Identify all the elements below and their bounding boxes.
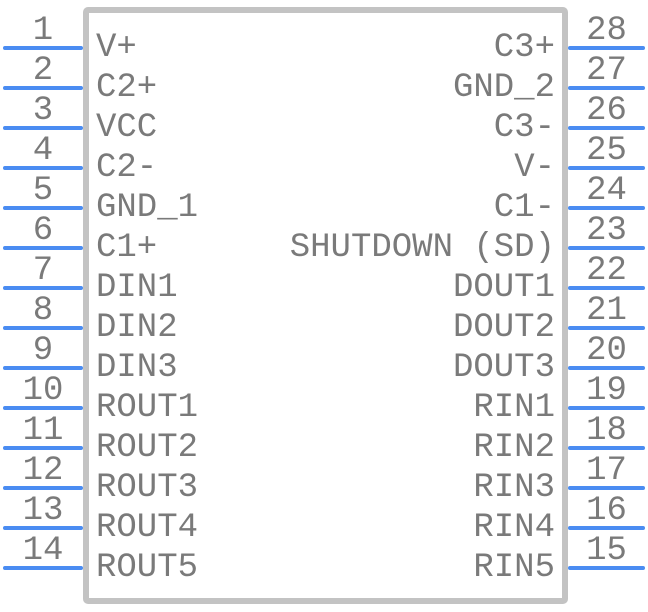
pin-name-label: C2- <box>96 148 158 187</box>
pin-name-label: ROUT2 <box>96 428 199 467</box>
pin-number: 10 <box>22 371 64 410</box>
pin-number: 26 <box>586 91 627 130</box>
pin-number: 6 <box>32 211 54 250</box>
pin-lead-line <box>3 565 83 570</box>
pin-name-label: C3- <box>493 108 555 147</box>
pin-number: 15 <box>586 531 627 570</box>
pin-name-label: ROUT5 <box>96 548 199 587</box>
pin-lead-line <box>3 405 83 410</box>
pin-name-label: V- <box>514 148 555 187</box>
pin-lead-line <box>568 445 645 450</box>
pin-lead-line <box>568 565 645 570</box>
pin-number: 20 <box>586 331 627 370</box>
pin-lead-line <box>568 285 645 290</box>
pin-number: 25 <box>586 131 627 170</box>
pin-name-label: ROUT3 <box>96 468 199 507</box>
pin-lead-line <box>3 45 83 50</box>
pin-number: 21 <box>586 291 627 330</box>
pin-name-label: SHUTDOWN (SD) <box>289 228 555 267</box>
pin-lead-line <box>568 525 645 530</box>
pin-number: 14 <box>22 531 64 570</box>
pin-name-label: DOUT1 <box>452 268 555 307</box>
pin-number: 8 <box>32 291 54 330</box>
pin-number: 2 <box>32 51 54 90</box>
pin-number: 1 <box>32 11 54 50</box>
pin-name-label: C1- <box>493 188 555 227</box>
pin-number: 4 <box>32 131 54 170</box>
pin-number: 22 <box>586 251 627 290</box>
pin-name-label: GND_2 <box>452 68 555 107</box>
pin-lead-line <box>3 525 83 530</box>
pin-lead-line <box>568 405 645 410</box>
pin-name-label: C1+ <box>96 228 158 267</box>
pin-lead-line <box>568 245 645 250</box>
pin-number: 18 <box>586 411 627 450</box>
pin-name-label: V+ <box>96 28 137 67</box>
pin-name-label: GND_1 <box>96 188 199 227</box>
pin-name-label: RIN2 <box>473 428 555 467</box>
pin-lead-line <box>3 325 83 330</box>
pin-number: 23 <box>586 211 627 250</box>
pin-name-label: DIN1 <box>96 268 178 307</box>
pin-lead-line <box>3 85 83 90</box>
pin-lead-line <box>3 365 83 370</box>
pin-lead-line <box>3 485 83 490</box>
pin-lead-line <box>568 125 645 130</box>
pin-number: 24 <box>586 171 627 210</box>
pin-lead-line <box>568 45 645 50</box>
pin-lead-line <box>3 125 83 130</box>
pin-lead-line <box>3 205 83 210</box>
pin-name-label: RIN4 <box>473 508 555 547</box>
pin-lead-line <box>3 165 83 170</box>
pin-lead-line <box>568 365 645 370</box>
pin-number: 12 <box>22 451 64 490</box>
pin-number: 16 <box>586 491 627 530</box>
pin-lead-line <box>568 485 645 490</box>
pin-number: 11 <box>22 411 64 450</box>
pin-number: 9 <box>32 331 54 370</box>
pin-lead-line <box>3 245 83 250</box>
pin-name-label: ROUT1 <box>96 388 199 427</box>
pin-number: 28 <box>586 11 627 50</box>
pin-number: 19 <box>586 371 627 410</box>
pin-name-label: RIN3 <box>473 468 555 507</box>
pin-lead-line <box>3 285 83 290</box>
pin-name-label: C2+ <box>96 68 158 107</box>
pin-name-label: DOUT3 <box>452 348 555 387</box>
pin-number: 7 <box>32 251 54 290</box>
pin-lead-line <box>3 445 83 450</box>
ic-symbol-body-outline <box>83 7 568 604</box>
pin-lead-line <box>568 205 645 210</box>
pin-number: 3 <box>32 91 54 130</box>
pin-name-label: C3+ <box>493 28 555 67</box>
pin-number: 17 <box>586 451 627 490</box>
pin-number: 5 <box>32 171 54 210</box>
pin-name-label: DIN2 <box>96 308 178 347</box>
pin-lead-line <box>568 85 645 90</box>
pin-name-label: RIN5 <box>473 548 555 587</box>
pin-name-label: RIN1 <box>473 388 555 427</box>
pin-number: 27 <box>586 51 627 90</box>
pin-lead-line <box>568 325 645 330</box>
pin-number: 13 <box>22 491 64 530</box>
pin-name-label: DIN3 <box>96 348 178 387</box>
pin-lead-line <box>568 165 645 170</box>
pin-name-label: VCC <box>96 108 158 147</box>
pin-name-label: DOUT2 <box>452 308 555 347</box>
pin-name-label: ROUT4 <box>96 508 199 547</box>
